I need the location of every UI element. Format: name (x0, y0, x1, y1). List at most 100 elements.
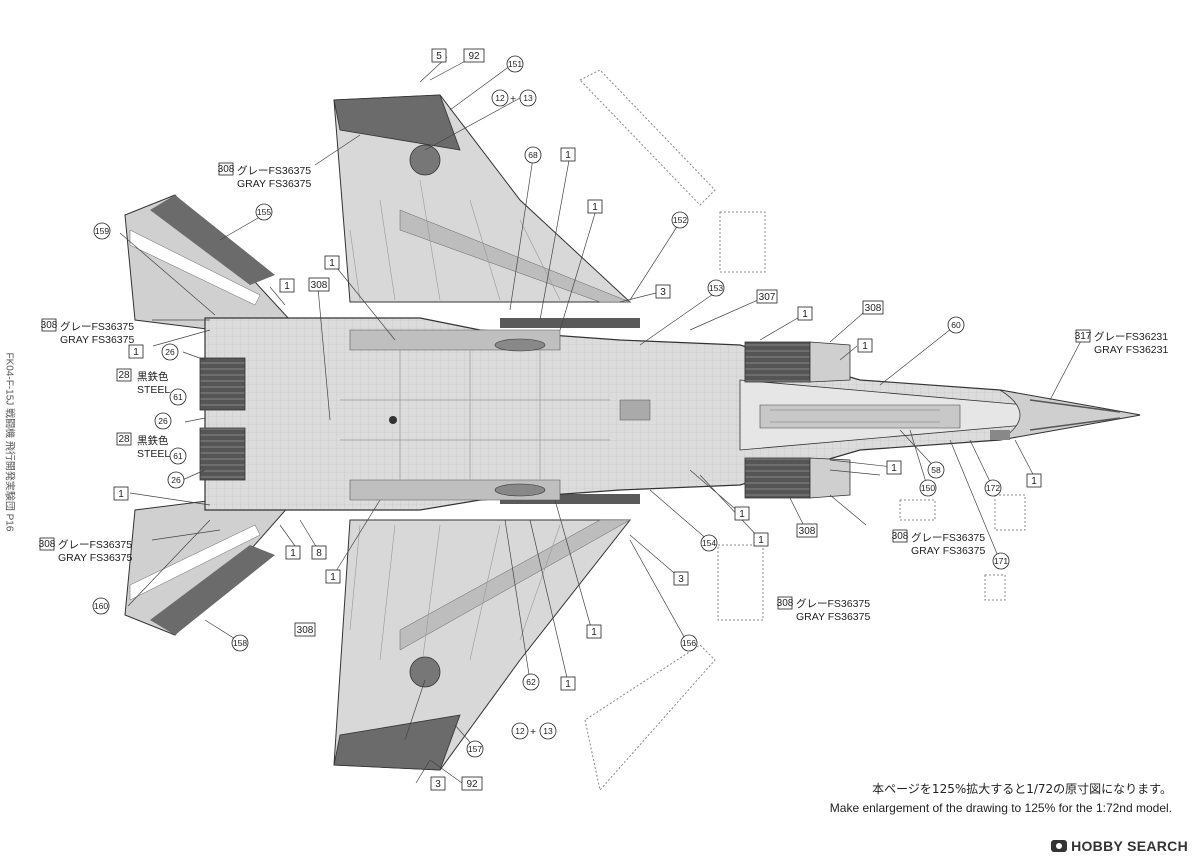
svg-text:308: 308 (311, 280, 328, 291)
callout-308-lower-wing-pylon: 308 グレーFS36375 GRAY FS36375 (777, 596, 870, 623)
svg-text:92: 92 (468, 51, 480, 62)
svg-text:1: 1 (592, 202, 598, 213)
svg-text:黒鉄色: 黒鉄色 (137, 434, 169, 447)
svg-text:58: 58 (931, 465, 941, 475)
box-1-k: 1 (734, 506, 750, 521)
svg-text:308: 308 (41, 320, 58, 331)
svg-text:1: 1 (565, 150, 571, 161)
svg-text:STEEL: STEEL (137, 384, 170, 396)
svg-text:308: 308 (777, 598, 794, 609)
svg-text:12: 12 (515, 726, 525, 736)
box-1-i: 1 (1026, 473, 1042, 488)
svg-text:1: 1 (290, 548, 296, 559)
svg-text:1: 1 (329, 258, 335, 269)
svg-text:160: 160 (94, 601, 108, 611)
svg-text:+: + (510, 93, 516, 105)
box-1-e: 1 (797, 306, 813, 321)
upper-main-wing (333, 94, 640, 328)
decal-155: 155 (255, 203, 273, 221)
svg-text:GRAY FS36375: GRAY FS36375 (58, 552, 132, 564)
svg-text:5: 5 (436, 51, 442, 62)
svg-text:308: 308 (39, 539, 56, 550)
decal-26-a: 26 (161, 343, 179, 361)
svg-text:1: 1 (118, 489, 124, 500)
box-1-o: 1 (586, 624, 602, 639)
enlargement-note-ja: 本ページを125%拡大すると1/72の原寸図になります。 (872, 782, 1172, 796)
svg-text:8: 8 (316, 548, 322, 559)
decal-12-13-top: 12 + 13 (491, 89, 537, 107)
box-92-top: 92 (463, 48, 485, 63)
svg-text:156: 156 (682, 638, 696, 648)
svg-text:172: 172 (986, 483, 1000, 493)
decal-172: 172 (984, 479, 1002, 497)
svg-text:グレーFS36375: グレーFS36375 (58, 538, 132, 551)
svg-text:GRAY FS36375: GRAY FS36375 (237, 178, 311, 190)
svg-text:155: 155 (257, 207, 271, 217)
svg-text:308: 308 (218, 164, 235, 175)
intake-lower (744, 457, 811, 499)
roundel-upper (409, 144, 441, 176)
decal-60: 60 (947, 316, 965, 334)
svg-text:171: 171 (994, 556, 1008, 566)
callout-308-lower-stab: 308 グレーFS36375 GRAY FS36375 (39, 537, 132, 564)
svg-text:28: 28 (118, 434, 130, 445)
radome (999, 389, 1141, 441)
svg-text:60: 60 (951, 320, 961, 330)
decal-159: 159 (93, 222, 111, 240)
callout-28-lower: 28 黒鉄色 STEEL (116, 432, 170, 460)
callout-308-intake: 308 グレーFS36375 GRAY FS36375 (892, 529, 985, 557)
box-3-bottom: 3 (673, 571, 689, 586)
svg-text:グレーFS36375: グレーFS36375 (911, 531, 985, 544)
svg-text:1: 1 (330, 572, 336, 583)
roundel-lower (409, 656, 441, 688)
svg-text:26: 26 (165, 347, 175, 357)
box-308-fuselage: 308 (308, 277, 330, 292)
decal-150: 150 (919, 479, 937, 497)
box-5: 5 (431, 48, 447, 63)
svg-text:黒鉄色: 黒鉄色 (137, 370, 169, 383)
decal-158: 158 (231, 634, 249, 652)
decal-58: 58 (927, 461, 945, 479)
svg-text:グレーFS36231: グレーFS36231 (1094, 330, 1168, 343)
svg-text:308: 308 (865, 303, 882, 314)
box-3-wingtip: 3 (430, 776, 446, 791)
decal-61-a: 61 (169, 388, 187, 406)
decal-171: 171 (992, 552, 1010, 570)
box-3-top: 3 (655, 284, 671, 299)
enlargement-note-en: Make enlargement of the drawing to 125% … (829, 801, 1172, 815)
boxed-part-numbers: 5 92 1 1 1 308 1 3 307 308 1 1 1 1 1 1 1… (113, 48, 1042, 791)
svg-text:61: 61 (173, 392, 183, 402)
svg-text:1: 1 (862, 341, 868, 352)
box-8: 8 (311, 545, 327, 560)
decal-153: 153 (707, 279, 725, 297)
svg-text:13: 13 (523, 93, 533, 103)
svg-text:グレーFS36375: グレーFS36375 (237, 164, 311, 177)
circled-decal-numbers: 151 12 + 13 68 155 152 159 153 60 26 61 … (92, 55, 1010, 758)
fuselage (199, 317, 1141, 511)
svg-text:3: 3 (660, 287, 666, 298)
svg-text:92: 92 (466, 779, 478, 790)
svg-text:307: 307 (759, 292, 776, 303)
box-308-intake-bottom: 308 (796, 523, 818, 538)
leader-lines (119, 56, 1084, 784)
box-1-h: 1 (886, 460, 902, 475)
decal-61-b: 61 (169, 447, 187, 465)
svg-text:GRAY FS36375: GRAY FS36375 (796, 611, 870, 623)
box-1-b: 1 (587, 199, 603, 214)
camera-icon (1051, 840, 1068, 852)
box-1-p: 1 (560, 676, 576, 691)
svg-text:13: 13 (543, 726, 553, 736)
svg-text:GRAY FS36375: GRAY FS36375 (911, 545, 985, 557)
svg-text:150: 150 (921, 483, 935, 493)
svg-text:157: 157 (468, 744, 482, 754)
box-1-n: 1 (325, 569, 341, 584)
svg-text:62: 62 (526, 677, 536, 687)
pylon-outlines (579, 69, 1026, 792)
callout-308-upper-stab: 308 グレーFS36375 GRAY FS36375 (41, 318, 134, 346)
decal-152: 152 (671, 211, 689, 229)
svg-text:12: 12 (495, 93, 505, 103)
box-1-j: 1 (113, 486, 129, 501)
box-92-bottom: 92 (461, 776, 483, 791)
box-1-g: 1 (128, 344, 144, 359)
